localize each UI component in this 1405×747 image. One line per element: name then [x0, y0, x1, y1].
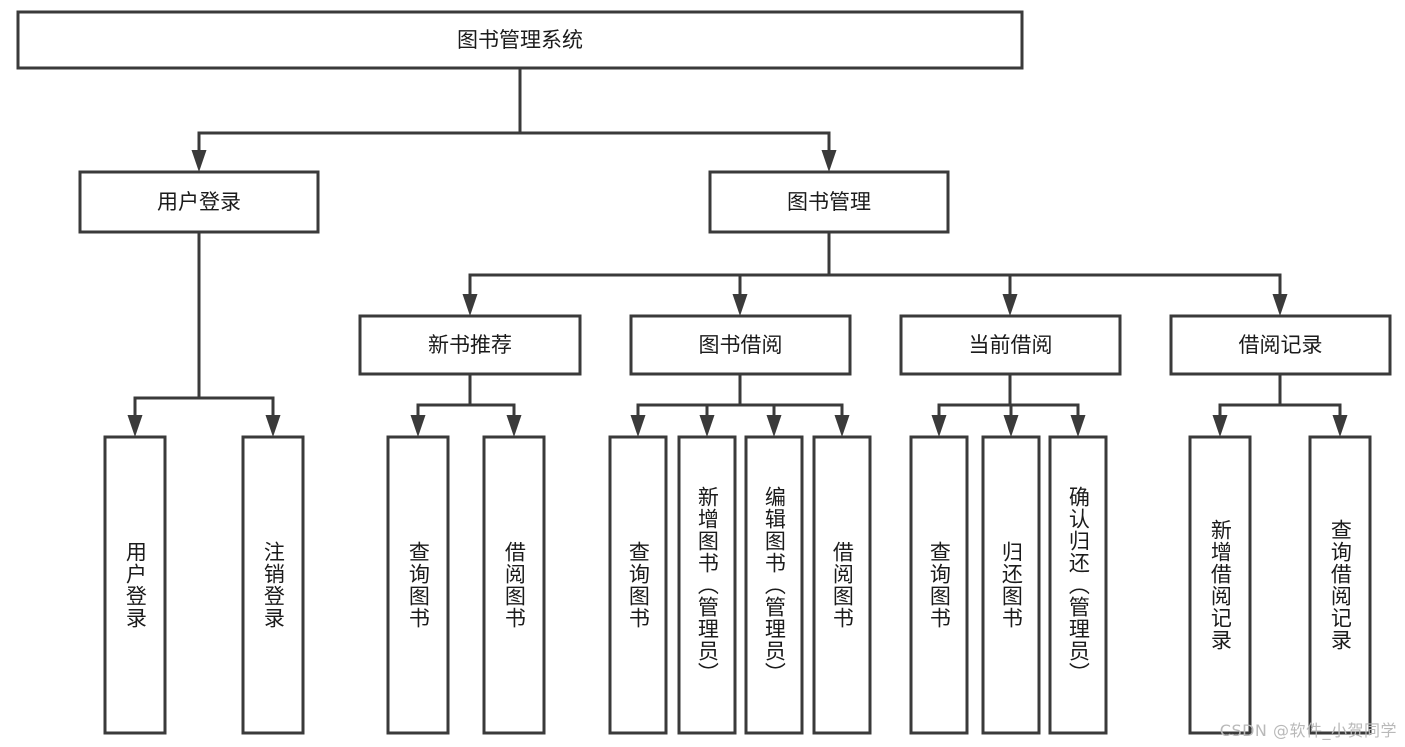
arrow-head-icon: [127, 415, 143, 437]
arrow-head-icon: [766, 415, 782, 437]
arrow-head-icon: [931, 415, 947, 437]
arrow-head-icon: [834, 415, 850, 437]
level1-node-box[interactable]: [78, 170, 320, 234]
arrow-head-icon: [699, 415, 715, 437]
node-box-layer: [16, 10, 1392, 735]
level2-node-box[interactable]: [629, 314, 852, 376]
level2-node-label: 当前借阅: [969, 333, 1053, 357]
root-node-label: 图书管理系统: [457, 28, 583, 52]
arrow-head-icon: [191, 150, 207, 172]
leaf-node-box[interactable]: [812, 435, 872, 735]
level1-node-box[interactable]: [708, 170, 950, 234]
leaf-node-box[interactable]: [744, 435, 804, 735]
level1-node-label: 用户登录: [157, 190, 241, 214]
arrow-head-icon: [1332, 415, 1348, 437]
arrow-head-icon: [1070, 415, 1086, 437]
leaf-node-box[interactable]: [241, 435, 305, 735]
arrow-head-icon: [732, 294, 748, 316]
level2-node-label: 借阅记录: [1239, 333, 1323, 357]
arrow-head-icon: [265, 415, 281, 437]
level2-node-box[interactable]: [899, 314, 1122, 376]
arrow-head-icon: [410, 415, 426, 437]
level2-node-box[interactable]: [1169, 314, 1392, 376]
arrow-head-icon: [506, 415, 522, 437]
level2-node-label: 新书推荐: [428, 333, 512, 357]
arrow-head-icon: [1003, 415, 1019, 437]
leaf-node-box[interactable]: [103, 435, 167, 735]
leaf-node-box[interactable]: [981, 435, 1041, 735]
arrow-head-icon: [630, 415, 646, 437]
arrow-head-icon: [462, 294, 478, 316]
arrow-head-icon: [1212, 415, 1228, 437]
leaf-node-box[interactable]: [909, 435, 969, 735]
level1-node-label: 图书管理: [787, 190, 871, 214]
arrow-head-icon: [1272, 294, 1288, 316]
leaf-node-box[interactable]: [608, 435, 668, 735]
leaf-node-box[interactable]: [1188, 435, 1252, 735]
level2-node-box[interactable]: [358, 314, 582, 376]
leaf-node-box[interactable]: [677, 435, 737, 735]
arrow-head-icon: [821, 150, 837, 172]
leaf-node-box[interactable]: [1048, 435, 1108, 735]
leaf-node-box[interactable]: [482, 435, 546, 735]
leaf-node-box[interactable]: [386, 435, 450, 735]
csdn-watermark: CSDN @软件_小贺同学: [1219, 721, 1397, 740]
level2-node-label: 图书借阅: [699, 333, 783, 357]
connector-layer: [127, 66, 1348, 437]
arrow-head-icon: [1002, 294, 1018, 316]
root-node-box[interactable]: [16, 10, 1024, 70]
leaf-node-box[interactable]: [1308, 435, 1372, 735]
